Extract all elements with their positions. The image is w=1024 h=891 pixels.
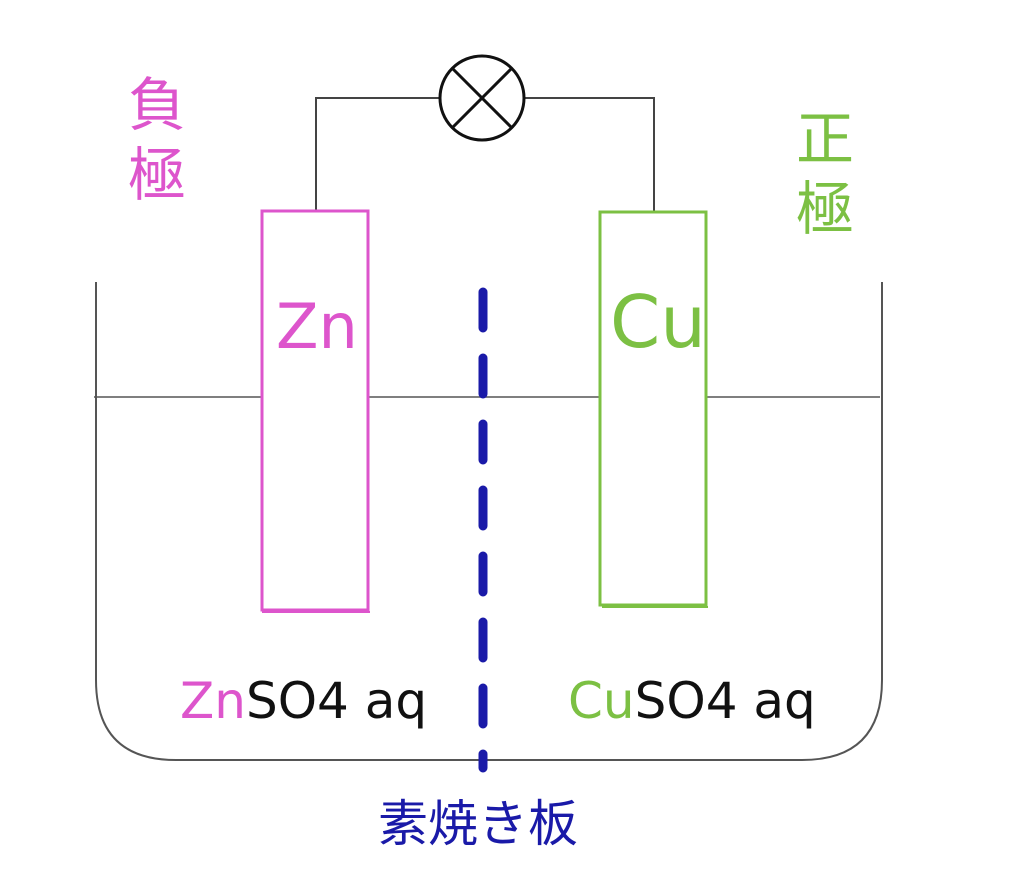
- zinc-electrode: [260, 209, 370, 613]
- zn-solution-anion: SO4 aq: [245, 672, 428, 730]
- vessel-outline: [95, 282, 883, 761]
- external-wire: [315, 97, 655, 212]
- zn-solution-metal: Zn: [180, 672, 246, 730]
- copper-electrode: [598, 210, 708, 608]
- separator-label: 素焼き板: [378, 795, 578, 853]
- zn-electrode-label: Zn: [276, 290, 358, 363]
- zn-solution-label: ZnSO4 aq: [180, 672, 427, 730]
- negative-electrode-label: 負極: [128, 71, 187, 209]
- positive-electrode-label: 正極: [796, 105, 855, 243]
- cu-solution-label: CuSO4 aq: [568, 672, 816, 730]
- cu-solution-anion: SO4 aq: [634, 672, 816, 730]
- cu-solution-metal: Cu: [568, 672, 635, 730]
- cu-electrode-label: Cu: [610, 280, 706, 364]
- lamp-icon: [438, 54, 526, 142]
